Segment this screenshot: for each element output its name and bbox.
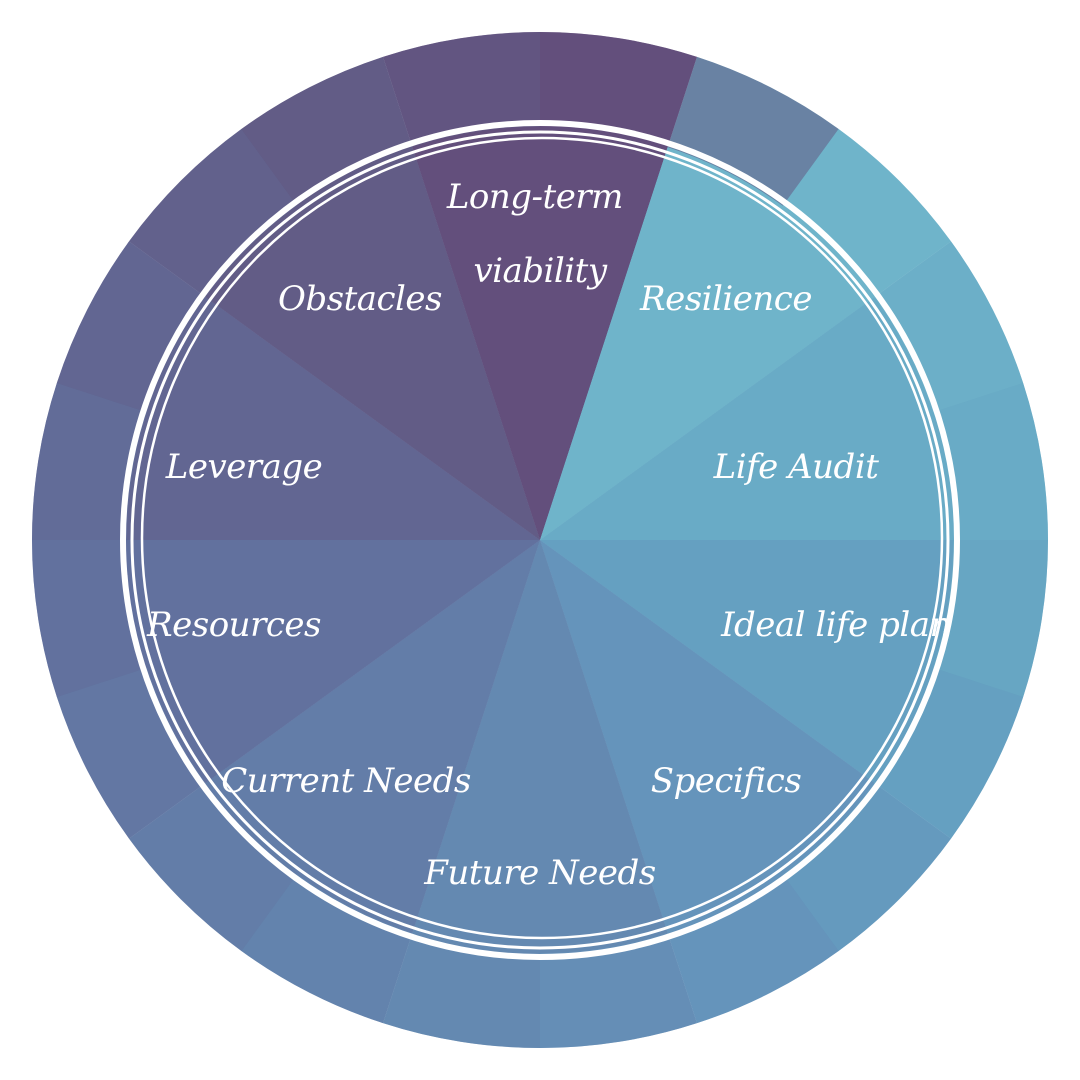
band-tone-6 xyxy=(56,667,298,951)
label-future-needs: Future Needs xyxy=(423,853,655,893)
band-tone-3 xyxy=(782,667,1024,951)
label-life-audit: Life Audit xyxy=(713,447,880,487)
wedge-ideal-life-plan xyxy=(540,540,953,783)
label-leverage: Leverage xyxy=(165,447,322,487)
label-long-term-viability: Long-term viability xyxy=(446,177,633,291)
wedge-future-needs xyxy=(412,540,668,953)
band-tone-4 xyxy=(540,874,839,1048)
band-tone-5 xyxy=(241,874,540,1048)
wedge-long-term-viability xyxy=(412,127,668,540)
label-specifics: Specifics xyxy=(651,761,802,801)
band-tone-7 xyxy=(31,383,148,697)
segment-labels: Long-term viability Resilience Life Audi… xyxy=(146,177,951,893)
ring-inner xyxy=(140,136,944,940)
band-tone-8 xyxy=(56,129,298,413)
wedge-current-needs xyxy=(205,540,540,933)
wedge-resources xyxy=(127,540,540,783)
ring-outer xyxy=(120,120,960,960)
wedge-leverage xyxy=(127,297,540,540)
white-rings xyxy=(120,120,960,960)
band-tone-1 xyxy=(782,129,1024,413)
label-current-needs: Current Needs xyxy=(221,761,471,801)
band-tone-2 xyxy=(932,383,1048,697)
label-resources: Resources xyxy=(146,605,321,645)
wedge-resilience xyxy=(540,147,875,540)
band-tone-9 xyxy=(241,32,540,206)
wedge-specifics xyxy=(540,540,875,933)
wedge-life-audit xyxy=(540,297,953,540)
ring-middle xyxy=(130,130,950,950)
label-resilience: Resilience xyxy=(639,279,812,319)
label-ideal-life-plan: Ideal life plan xyxy=(720,605,951,645)
label-obstacles: Obstacles xyxy=(278,279,442,319)
band-tone-0 xyxy=(540,32,839,206)
inner-wedges xyxy=(127,127,953,953)
wedge-obstacles xyxy=(205,147,540,540)
band-tone-overlay xyxy=(31,32,1048,1048)
